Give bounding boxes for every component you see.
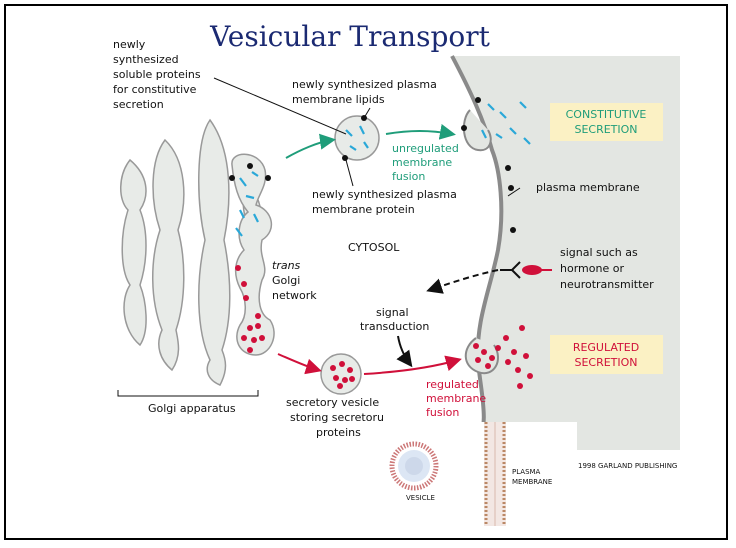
svg-text:regulated: regulated: [426, 378, 479, 391]
svg-text:fusion: fusion: [392, 170, 425, 183]
copyright-text: 1998 GARLAND PUBLISHING: [578, 462, 677, 470]
svg-text:for constitutive: for constitutive: [113, 83, 197, 96]
constitutive-vesicle: [334, 115, 380, 161]
label-unregulated-fusion: unregulated membrane fusion: [392, 142, 459, 183]
svg-text:storing secretoru: storing secretoru: [290, 411, 384, 424]
svg-text:secretion: secretion: [113, 98, 164, 111]
page-title: Vesicular Transport: [209, 20, 491, 53]
constitutive-secretion-box: CONSTITUTIVE SECRETION: [550, 103, 663, 141]
golgi-stack: [120, 118, 264, 386]
regulated-fusion-site: [464, 325, 533, 389]
svg-text:proteins: proteins: [316, 426, 361, 439]
svg-text:newly: newly: [113, 38, 146, 51]
svg-text:SECRETION: SECRETION: [574, 356, 637, 369]
regulated-secretion-box: REGULATED SECRETION: [550, 335, 663, 374]
svg-text:SECRETION: SECRETION: [574, 123, 637, 136]
inset-membrane-label: PLASMA: [512, 468, 541, 476]
svg-text:secretory vesicle: secretory vesicle: [286, 396, 379, 409]
svg-text:signal such as: signal such as: [560, 246, 638, 259]
label-trans-golgi: trans Golgi network: [272, 259, 317, 302]
arrow-signal-transduction: [426, 269, 499, 294]
svg-text:trans: trans: [272, 259, 301, 272]
arrow-golgi-to-vesicle: [285, 133, 336, 159]
svg-text:membrane: membrane: [392, 156, 452, 169]
label-signal: signal such as hormone or neurotransmitt…: [560, 246, 654, 291]
svg-text:newly synthesized plasma: newly synthesized plasma: [292, 78, 437, 91]
label-secretory-vesicle: secretory vesicle storing secretoru prot…: [286, 396, 384, 439]
svg-text:transduction: transduction: [360, 320, 429, 333]
label-golgi-apparatus: Golgi apparatus: [148, 402, 236, 415]
svg-text:membrane lipids: membrane lipids: [292, 93, 385, 106]
arrow-golgi-to-secretory: [277, 353, 322, 375]
svg-text:signal: signal: [376, 306, 409, 319]
svg-text:hormone or: hormone or: [560, 262, 624, 275]
label-membrane-lipids: newly synthesized plasma membrane lipids: [292, 78, 437, 106]
svg-text:soluble proteins: soluble proteins: [113, 68, 201, 81]
svg-text:MEMBRANE: MEMBRANE: [512, 478, 552, 486]
svg-text:CONSTITUTIVE: CONSTITUTIVE: [566, 108, 647, 121]
trans-golgi-network: [229, 153, 275, 356]
label-cytosol: CYTOSOL: [348, 241, 400, 254]
label-regulated-fusion: regulated membrane fusion: [426, 378, 486, 419]
svg-text:synthesized: synthesized: [113, 53, 179, 66]
plasma-membrane: [450, 55, 504, 451]
label-signal-transduction: signal transduction: [360, 306, 429, 333]
inset-panel: VESICLE PLASMA MEMBRANE: [389, 422, 577, 526]
inset-membrane-bilayer: [484, 422, 506, 526]
label-membrane-protein: newly synthesized plasma membrane protei…: [312, 188, 457, 216]
svg-text:network: network: [272, 289, 317, 302]
secretory-vesicle: [320, 353, 362, 395]
svg-text:membrane protein: membrane protein: [312, 203, 415, 216]
leader-lines: [213, 77, 521, 197]
signal-receptor: [500, 261, 552, 279]
svg-text:unregulated: unregulated: [392, 142, 459, 155]
arrow-secretory-to-membrane: [363, 355, 462, 375]
svg-text:fusion: fusion: [426, 406, 459, 419]
svg-text:newly synthesized plasma: newly synthesized plasma: [312, 188, 457, 201]
constitutive-fusion-site: [461, 97, 531, 233]
arrow-transduction-to-fusion: [396, 335, 413, 368]
svg-text:Golgi: Golgi: [272, 274, 300, 287]
label-soluble-proteins: newly synthesized soluble proteins for c…: [113, 38, 201, 111]
label-plasma-membrane: plasma membrane: [536, 181, 640, 194]
inset-vesicle-label: VESICLE: [406, 494, 435, 502]
arrow-vesicle-to-membrane: [385, 123, 456, 140]
inset-vesicle: [389, 441, 439, 491]
golgi-bracket: [117, 390, 259, 397]
svg-text:REGULATED: REGULATED: [573, 341, 639, 354]
svg-text:neurotransmitter: neurotransmitter: [560, 278, 654, 291]
svg-text:membrane: membrane: [426, 392, 486, 405]
